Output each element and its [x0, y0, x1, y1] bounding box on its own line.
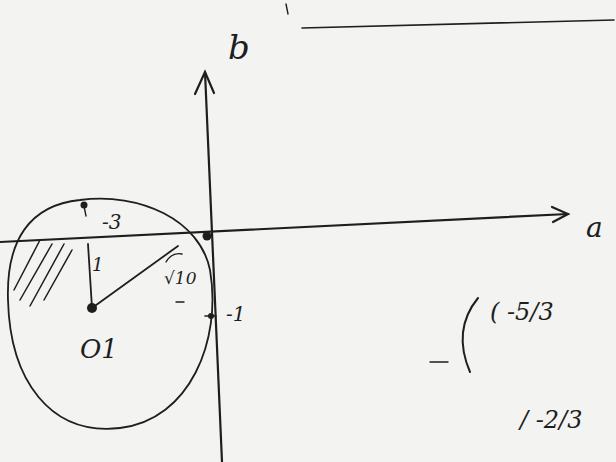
axis-name: a — [586, 214, 603, 242]
coordinate-value: -3 — [102, 212, 121, 232]
interval-note: ( -5/3 — [490, 300, 554, 324]
center-name: O1 — [80, 336, 118, 362]
coordinate-value: 1 — [92, 256, 103, 274]
interval-note: / -2/3 — [520, 408, 582, 432]
coordinate-value: -1 — [226, 304, 245, 324]
axis-name: b — [228, 30, 250, 64]
radius-value: √10 — [164, 270, 196, 287]
